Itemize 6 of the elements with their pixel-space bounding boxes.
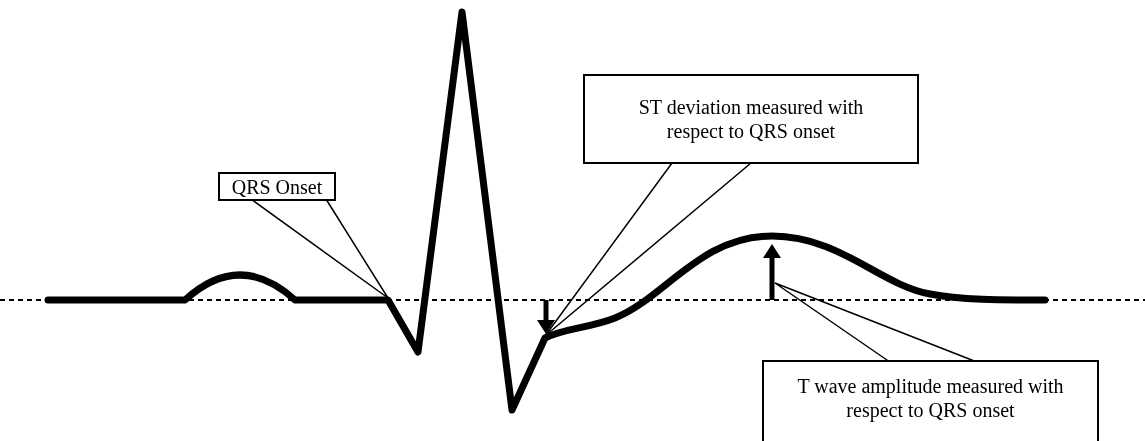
callout-text: QRS Onset xyxy=(231,174,323,199)
callout-text: ST deviation measured with respect to QRS onset xyxy=(637,95,865,143)
callout-box xyxy=(218,172,336,201)
callout-box xyxy=(762,360,1099,441)
callout-box xyxy=(583,74,919,164)
callout-text: T wave amplitude measured with respect to QRS onset xyxy=(796,374,1065,422)
